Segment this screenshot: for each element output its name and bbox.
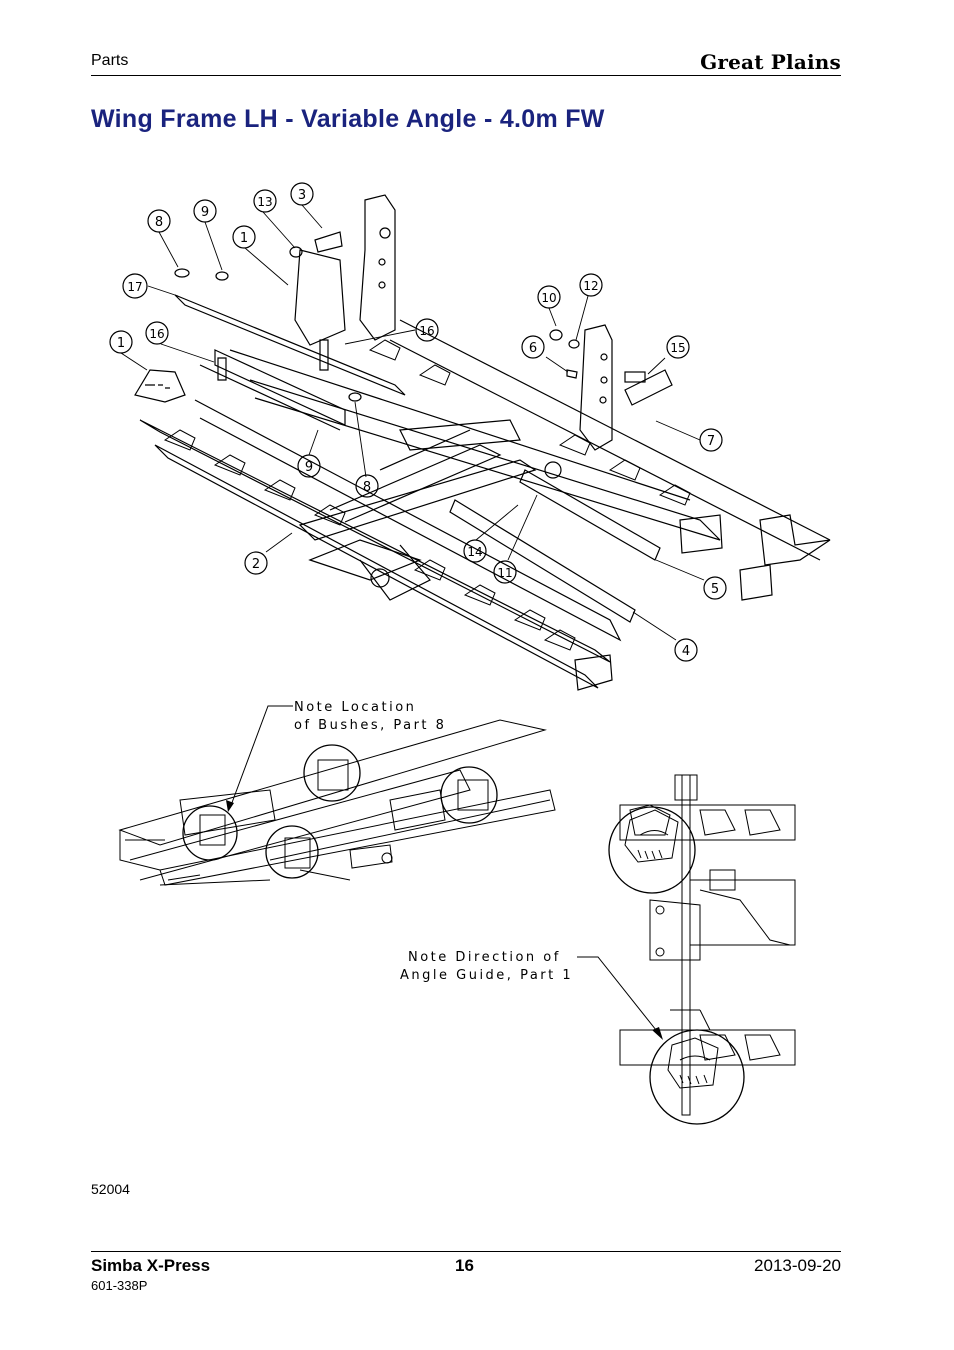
footer-page-number: 16 — [455, 1256, 474, 1275]
part-balloon: 1 — [109, 330, 133, 354]
note-angle-line1: Note Direction of — [408, 950, 561, 965]
svg-text:3: 3 — [298, 188, 306, 203]
svg-text:17: 17 — [127, 280, 142, 294]
note-bushes: Note Location of Bushes, Part 8 — [294, 700, 446, 733]
note-bushes-line1: Note Location — [294, 700, 416, 715]
svg-text:13: 13 — [257, 195, 272, 209]
svg-text:14: 14 — [467, 545, 482, 559]
svg-text:15: 15 — [670, 341, 685, 355]
angle-guide-callout-circles — [608, 806, 745, 1125]
angle-guide-detail-drawing — [619, 774, 796, 1116]
svg-text:9: 9 — [305, 460, 313, 475]
part-balloon: 14 — [463, 539, 487, 563]
part-balloon: 6 — [521, 335, 545, 359]
leader-lines — [120, 204, 705, 641]
svg-text:8: 8 — [155, 215, 163, 230]
wing-frame-drawing — [134, 194, 831, 691]
part-balloon: 3 — [290, 182, 314, 206]
part-balloon: 12 — [579, 273, 603, 297]
header-rule — [91, 75, 841, 76]
part-balloon: 16 — [145, 321, 169, 345]
svg-text:6: 6 — [529, 341, 537, 356]
svg-text:16: 16 — [419, 324, 434, 338]
part-balloon: 13 — [253, 189, 277, 213]
part-balloon: 16 — [415, 318, 439, 342]
note-bushes-line2: of Bushes, Part 8 — [294, 718, 446, 733]
svg-text:9: 9 — [201, 205, 209, 220]
svg-text:12: 12 — [583, 279, 598, 293]
footer-rule — [91, 1251, 841, 1252]
svg-text:8: 8 — [363, 480, 371, 495]
svg-text:1: 1 — [117, 336, 125, 351]
part-balloon: 11 — [493, 560, 517, 584]
part-balloon: 4 — [674, 638, 698, 662]
part-balloon: 7 — [699, 428, 723, 452]
bush-callout-circles — [182, 744, 498, 879]
part-balloon: 8 — [147, 209, 171, 233]
svg-text:11: 11 — [497, 566, 512, 580]
bushes-detail-drawing — [118, 719, 556, 886]
header-section-label: Parts — [91, 52, 129, 69]
svg-text:5: 5 — [711, 582, 719, 597]
footer-part-number: 601-338P — [91, 1278, 148, 1293]
svg-text:4: 4 — [682, 644, 690, 659]
svg-text:16: 16 — [149, 327, 164, 341]
part-balloons: 8 9 13 3 1 17 1 16 16 9 8 2 10 12 6 15 7… — [109, 182, 727, 662]
brand-logo: Great Plains — [700, 50, 841, 74]
part-balloon: 9 — [297, 454, 321, 478]
footer-model: Simba X-Press — [91, 1256, 211, 1275]
part-balloon: 8 — [355, 474, 379, 498]
page-title: Wing Frame LH - Variable Angle - 4.0m FW — [91, 105, 605, 133]
part-balloon: 15 — [666, 335, 690, 359]
figure-number: 52004 — [91, 1181, 130, 1197]
footer-date: 2013-09-20 — [754, 1256, 841, 1275]
svg-text:10: 10 — [541, 291, 556, 305]
part-balloon: 2 — [244, 551, 268, 575]
part-balloon: 10 — [537, 285, 561, 309]
part-balloon: 9 — [193, 199, 217, 223]
part-balloon: 17 — [122, 273, 148, 299]
svg-text:2: 2 — [252, 557, 260, 572]
note-angle-line2: Angle Guide, Part 1 — [400, 968, 573, 983]
svg-text:1: 1 — [240, 231, 248, 246]
note-angle-guide: Note Direction of Angle Guide, Part 1 — [400, 950, 573, 983]
part-balloon: 5 — [703, 576, 727, 600]
svg-text:7: 7 — [707, 434, 715, 449]
part-balloon: 1 — [232, 225, 256, 249]
